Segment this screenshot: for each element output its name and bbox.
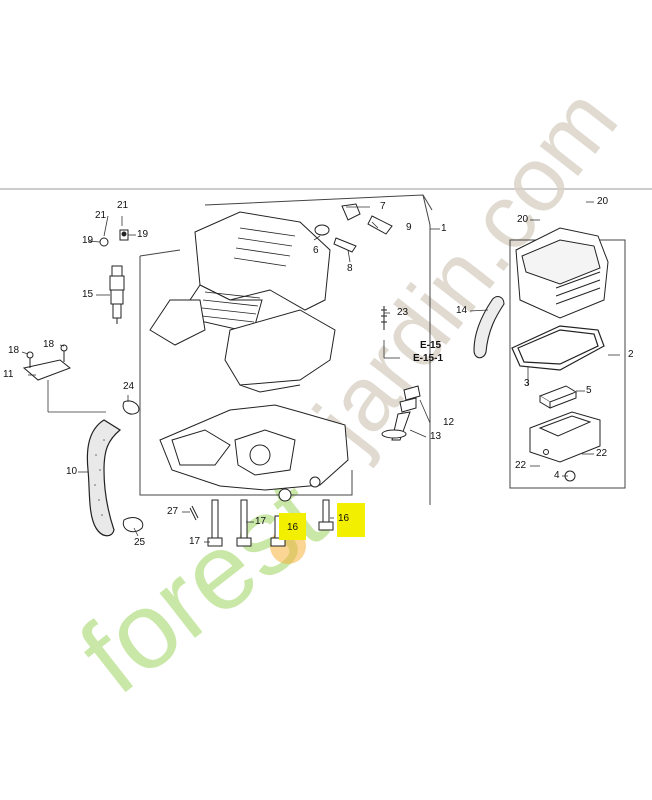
callout-16-right: 16 (338, 513, 350, 524)
callout-3: 3 (524, 378, 530, 389)
callout-19b: 19 (82, 235, 94, 246)
callout-16-left: 16 (287, 522, 299, 533)
callout-4: 4 (554, 470, 560, 481)
callout-20-right: 20 (597, 196, 609, 207)
callout-14: 14 (456, 305, 468, 316)
callout-13: 13 (430, 431, 442, 442)
callout-12: 12 (443, 417, 455, 428)
small-clip-19-21 (99, 229, 129, 247)
callout-10: 10 (66, 466, 78, 477)
hose-10-texture (94, 439, 105, 516)
cylinder-fins (201, 227, 296, 323)
reference-e15-1: E-15-1 (413, 353, 444, 364)
callout-5: 5 (586, 385, 592, 396)
callout-24: 24 (123, 381, 135, 392)
callout-7: 7 (380, 201, 386, 212)
callout-15: 15 (82, 289, 94, 300)
dipstick (381, 385, 421, 441)
callout-9: 9 (406, 222, 412, 233)
callout-21b: 21 (117, 200, 129, 211)
stud-23 (381, 306, 387, 330)
breather-housing (529, 411, 601, 482)
rocker-parts (314, 203, 393, 253)
reference-e15: E-15 (420, 340, 442, 351)
hose-clip-25 (122, 517, 144, 533)
callout-20-left: 20 (517, 214, 529, 225)
callout-18-left: 18 (8, 345, 20, 356)
cylinder-head (149, 211, 336, 393)
callout-18-right: 18 (43, 339, 55, 350)
engine-group-box (139, 194, 433, 505)
bolts (189, 499, 334, 547)
callout-19: 19 (137, 229, 149, 240)
highlight-16-right (337, 503, 365, 537)
callout-17-left: 17 (189, 536, 201, 547)
gasket (511, 325, 605, 371)
callout-17-right: 17 (255, 516, 267, 527)
callout-11: 11 (3, 369, 14, 380)
callout-2: 2 (628, 349, 634, 360)
hose-14 (473, 295, 505, 359)
callout-27: 27 (167, 506, 179, 517)
callout-21: 21 (95, 210, 107, 221)
callout-25: 25 (134, 537, 146, 548)
spark-plug (109, 265, 125, 324)
callout-6: 6 (313, 245, 319, 256)
callout-22-right: 22 (596, 448, 608, 459)
hose-clip-24 (122, 400, 140, 415)
callout-23: 23 (397, 307, 409, 318)
valve-cover (515, 227, 609, 319)
foam-block (538, 385, 578, 409)
crankcase-lower (159, 404, 349, 502)
hose-10 (86, 419, 122, 537)
callout-1: 1 (441, 223, 447, 234)
highlight-16-left (279, 513, 306, 540)
callout-22-left: 22 (515, 460, 527, 471)
callout-8: 8 (347, 263, 353, 274)
